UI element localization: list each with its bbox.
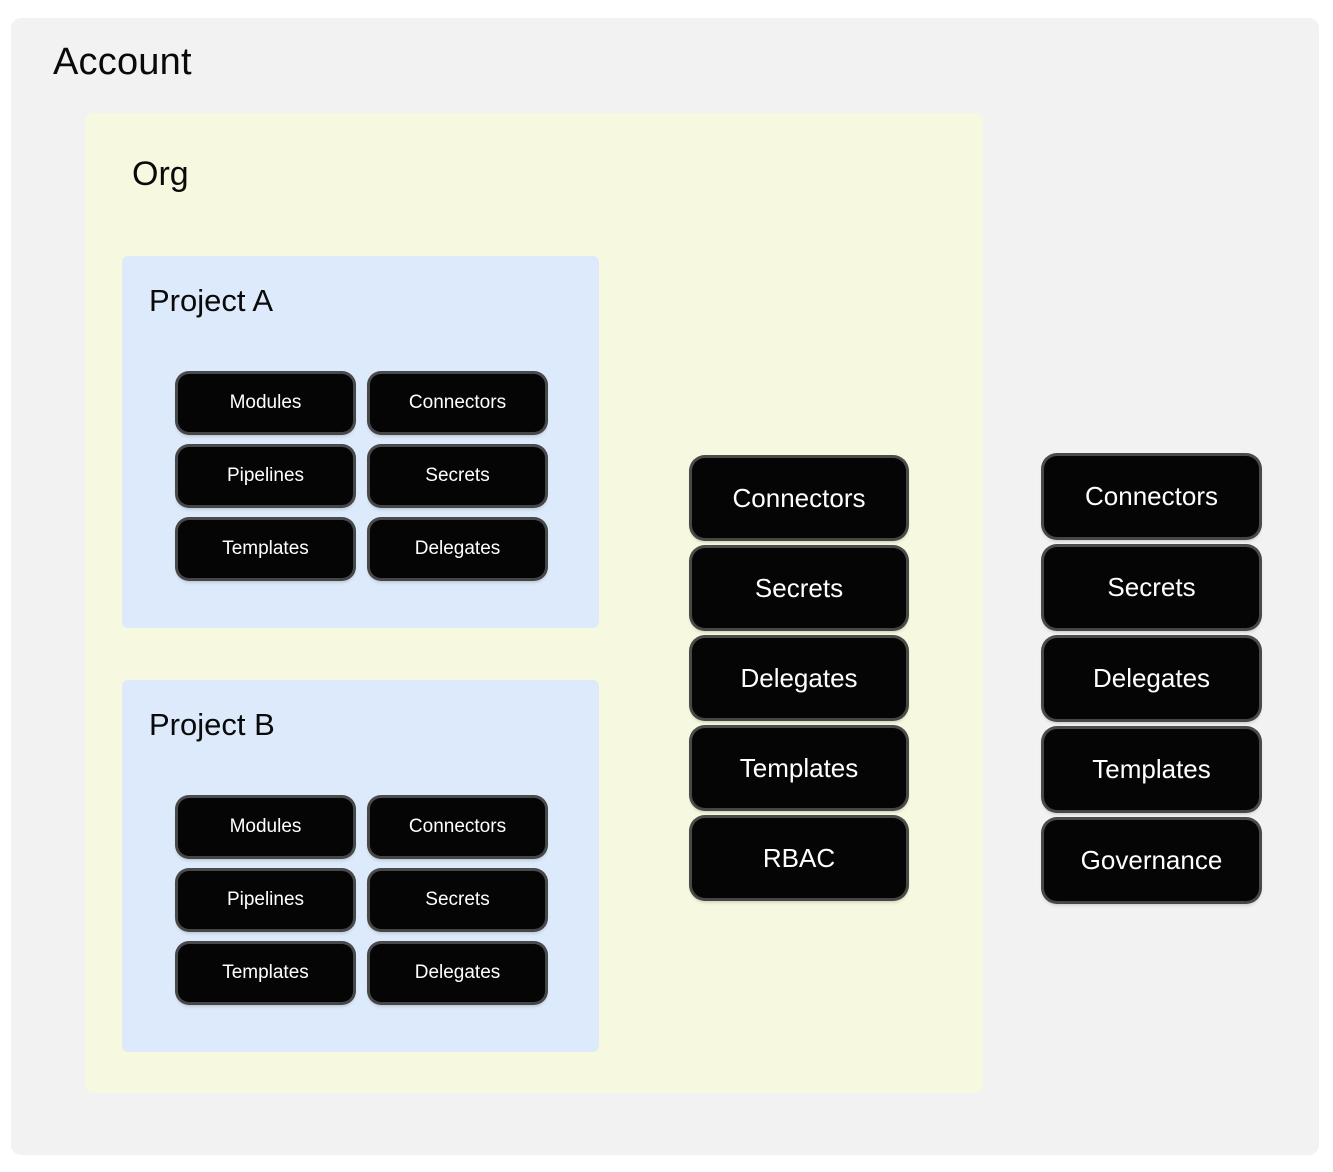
project-b-resource-delegates[interactable]: Delegates — [370, 944, 545, 1002]
account-resource-column: Connectors Secrets Delegates Templates G… — [1044, 456, 1259, 901]
project-b-resource-templates[interactable]: Templates — [178, 944, 353, 1002]
project-b-resource-connectors[interactable]: Connectors — [370, 798, 545, 856]
org-resource-secrets[interactable]: Secrets — [692, 548, 906, 628]
project-a-resource-grid: Modules Connectors Pipelines Secrets Tem… — [178, 374, 545, 578]
project-b-resource-pipelines[interactable]: Pipelines — [178, 871, 353, 929]
org-resource-column: Connectors Secrets Delegates Templates R… — [692, 458, 906, 898]
project-a-resource-delegates[interactable]: Delegates — [370, 520, 545, 578]
account-resource-secrets[interactable]: Secrets — [1044, 547, 1259, 628]
project-a-resource-pipelines[interactable]: Pipelines — [178, 447, 353, 505]
project-a-resource-secrets[interactable]: Secrets — [370, 447, 545, 505]
project-container-a: Project A Modules Connectors Pipelines S… — [122, 256, 599, 628]
project-a-resource-templates[interactable]: Templates — [178, 520, 353, 578]
diagram-canvas: Account Org Project A Modules Connectors… — [11, 18, 1319, 1155]
project-title-a: Project A — [149, 283, 274, 318]
org-level-container: Org Project A Modules Connectors Pipelin… — [85, 113, 983, 1093]
project-b-resource-secrets[interactable]: Secrets — [370, 871, 545, 929]
org-resource-delegates[interactable]: Delegates — [692, 638, 906, 718]
project-b-resource-modules[interactable]: Modules — [178, 798, 353, 856]
project-a-resource-modules[interactable]: Modules — [178, 374, 353, 432]
org-level-title: Org — [132, 155, 189, 193]
org-resource-connectors[interactable]: Connectors — [692, 458, 906, 538]
account-level-title: Account — [53, 41, 192, 83]
project-container-b: Project B Modules Connectors Pipelines S… — [122, 680, 599, 1052]
account-resource-templates[interactable]: Templates — [1044, 729, 1259, 810]
org-resource-templates[interactable]: Templates — [692, 728, 906, 808]
org-resource-rbac[interactable]: RBAC — [692, 818, 906, 898]
project-title-b: Project B — [149, 707, 275, 742]
project-a-resource-connectors[interactable]: Connectors — [370, 374, 545, 432]
project-b-resource-grid: Modules Connectors Pipelines Secrets Tem… — [178, 798, 545, 1002]
account-resource-delegates[interactable]: Delegates — [1044, 638, 1259, 719]
account-resource-governance[interactable]: Governance — [1044, 820, 1259, 901]
account-resource-connectors[interactable]: Connectors — [1044, 456, 1259, 537]
